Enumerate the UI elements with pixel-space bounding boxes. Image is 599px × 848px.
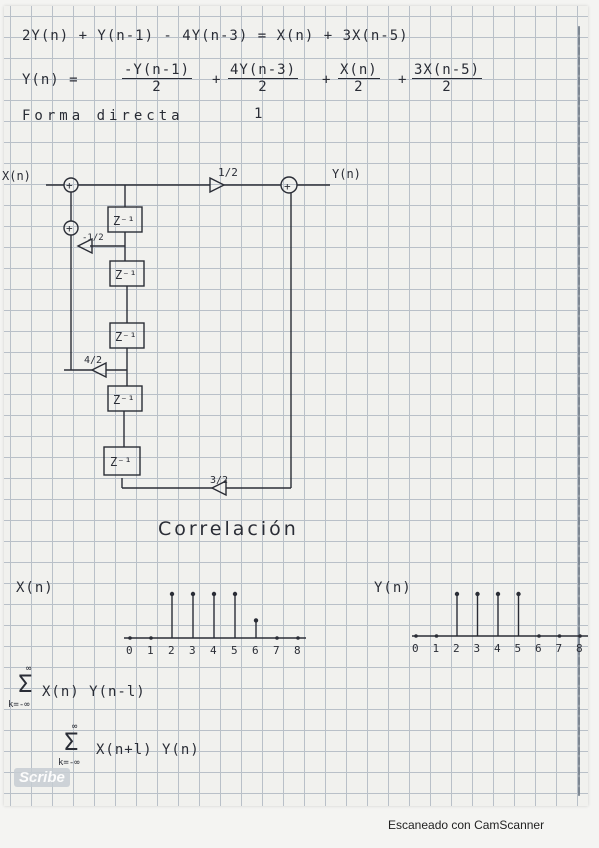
delay-3-label: Z⁻¹: [115, 330, 137, 344]
sum-2-upper-limit: ∞: [72, 722, 79, 732]
solved-term-2-numerator: 4Y(n-3): [228, 62, 299, 79]
section-number: 1: [254, 106, 264, 122]
x-plot-tick-label: 2: [168, 644, 175, 657]
feedback-3-gain-label: 4/2: [84, 355, 102, 366]
y-plot-stem-dot: [454, 591, 460, 597]
solved-term-4: 3X(n-5) 2: [412, 62, 483, 95]
solved-term-3-numerator: X(n): [338, 62, 380, 79]
delayed-input-gain-triangle: [210, 479, 227, 497]
forward-gain-triangle: [209, 176, 226, 194]
input-label: X(n): [2, 169, 31, 183]
x-plot-tick-label: 1: [147, 644, 154, 657]
y-plot-tick-label: 8: [576, 642, 583, 655]
feedback-3-gain-triangle: [90, 361, 107, 379]
plus-sign-1: +: [212, 72, 222, 88]
delay-4-label: Z⁻¹: [113, 393, 135, 407]
graph-paper-sheet: [4, 6, 588, 806]
y-plot-stem-dot: [475, 591, 480, 597]
solved-equation-lhs: Y(n) =: [22, 72, 79, 88]
x-plot-stem-dot: [253, 618, 259, 623]
solved-term-1-numerator: -Y(n-1): [122, 62, 193, 79]
sum-2-sigma: Σ: [64, 728, 80, 756]
y-plot-zero-dot: [414, 634, 418, 638]
output-label: Y(n): [332, 167, 361, 181]
y-plot-zero-dot: [537, 634, 541, 638]
direct-form-block-diagram: X(n) + + + Y(n) 1/2 -1/2 4/2 3/2 Z⁻¹ Z⁻¹…: [2, 166, 361, 497]
y-plot-tick-label: 0: [412, 642, 419, 655]
sum-2-lower-limit: k=-∞: [58, 758, 80, 768]
y-plot-tick-label: 1: [433, 642, 440, 655]
x-plot-tick-label: 4: [210, 644, 217, 657]
y-plot-tick-label: 6: [535, 642, 542, 655]
feedback-1-gain-label: -1/2: [82, 233, 104, 243]
section-heading: Forma directa: [22, 108, 184, 124]
y-plot-tick-label: 3: [474, 642, 481, 655]
y-plot-tick-label: 5: [515, 642, 522, 655]
sum-1-upper-limit: ∞: [26, 664, 33, 674]
correlation-title: Correlación: [158, 518, 299, 540]
sum-1-expression: X(n) Y(n-l): [42, 684, 146, 700]
solved-term-1-denominator: 2: [152, 79, 162, 95]
x-plot-zero-dot: [275, 636, 279, 640]
x-plot-tick-label: 3: [189, 644, 196, 657]
solved-term-2: 4Y(n-3) 2: [228, 62, 299, 95]
x-plot-stem-dot: [169, 591, 175, 597]
y-plot-tick-label: 2: [453, 642, 460, 655]
x-plot-tick-label: 8: [294, 644, 301, 657]
y-plot-label: Y(n): [374, 580, 412, 596]
y-plot-zero-dot: [557, 634, 562, 638]
x-plot-tick-label: 7: [273, 644, 280, 657]
delay-box-5: [103, 446, 141, 476]
x-plot-stem-dot: [211, 591, 217, 597]
feedback-1-gain-triangle: [76, 237, 93, 255]
y-plot-zero-dot: [578, 634, 582, 638]
delay-2-label: Z⁻¹: [115, 268, 137, 282]
solved-term-1: -Y(n-1) 2: [122, 62, 193, 95]
delayed-input-gain-label: 3/2: [210, 475, 228, 486]
y-plot-stem-dot: [495, 591, 501, 597]
scribd-watermark: Scribe: [14, 768, 70, 787]
difference-equation: 2Y(n) + Y(n-1) - 4Y(n-3) = X(n) + 3X(n-5…: [22, 28, 409, 44]
y-plot-tick-label: 7: [556, 642, 563, 655]
delay-box-4: [107, 385, 143, 412]
y-plot-zero-dot: [434, 634, 439, 638]
delay-1-label: Z⁻¹: [113, 214, 135, 228]
x-plot-tick-label: 6: [252, 644, 259, 657]
input-adder-symbol: +: [66, 179, 73, 192]
camscanner-footer: Escaneado con CamScanner: [388, 818, 545, 832]
plus-sign-3: +: [398, 72, 408, 88]
x-plot-zero-dot: [149, 636, 153, 640]
sum-1-sigma: Σ: [18, 670, 34, 698]
x-plot-tick-label: 0: [126, 644, 133, 657]
x-plot-label: X(n): [16, 580, 54, 596]
y-plot-stem-dot: [516, 591, 521, 597]
y-plot-tick-label: 4: [494, 642, 501, 655]
x-plot-zero-dot: [296, 636, 300, 640]
margin-dots: [578, 26, 580, 796]
output-adder-symbol: +: [284, 180, 291, 193]
x-plot-zero-dot: [128, 636, 132, 640]
sum-2-expression: X(n+l) Y(n): [96, 742, 200, 758]
solved-term-4-denominator: 2: [442, 79, 452, 95]
plus-sign-2: +: [322, 72, 332, 88]
solved-term-2-denominator: 2: [258, 79, 268, 95]
sum-1-lower-limit: k=-∞: [8, 700, 30, 710]
x-plot-stem-dot: [190, 591, 196, 597]
forward-gain-label: 1/2: [218, 166, 238, 179]
x-signal-plot: 0 1 2 3 4 5 6 7 8: [124, 591, 306, 657]
solved-term-3-denominator: 2: [354, 79, 364, 95]
solved-term-3: X(n) 2: [338, 62, 380, 95]
feedback-adder-symbol: +: [66, 222, 73, 235]
x-plot-stem-dot: [232, 591, 238, 597]
delay-5-label: Z⁻¹: [110, 455, 132, 469]
solved-term-4-numerator: 3X(n-5): [412, 62, 483, 79]
x-plot-tick-label: 5: [231, 644, 238, 657]
